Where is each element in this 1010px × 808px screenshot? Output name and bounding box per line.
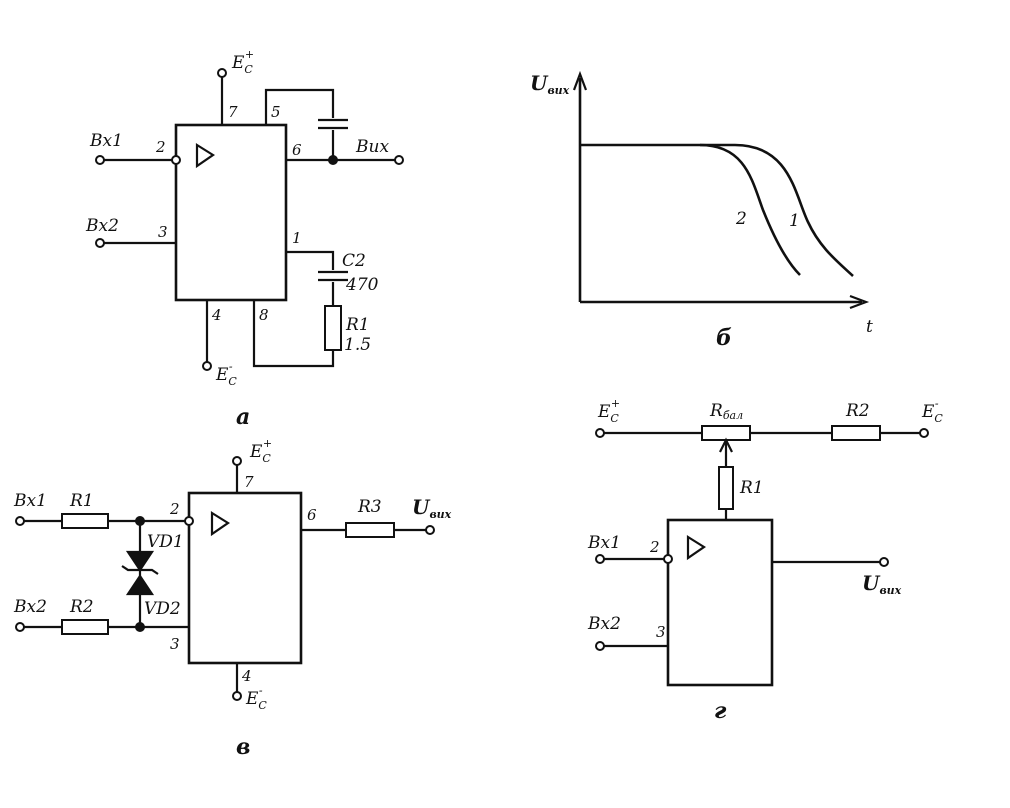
wire-a-r1-pin8 <box>252 300 335 368</box>
label-g-pin3: 3 <box>656 623 666 641</box>
label-v-pin2: 2 <box>169 500 180 518</box>
terminal-v-output <box>425 525 435 535</box>
curve-2 <box>699 143 801 276</box>
label-a-pin4: 4 <box>211 306 222 324</box>
opamp-v-triangle-icon <box>210 511 231 537</box>
label-b-curve1: 1 <box>789 211 800 231</box>
label-a-pin1: 1 <box>292 229 302 247</box>
label-v-r2: R2 <box>69 597 94 617</box>
panel-b-graph: Uвих t 1 2 б <box>530 70 873 351</box>
resistor-g-r2 <box>831 425 881 441</box>
label-v-r3: R3 <box>357 497 382 517</box>
diode-vd1-icon <box>125 550 155 572</box>
inverting-bubble-a <box>171 155 181 165</box>
label-b-x: t <box>866 317 873 337</box>
inverting-bubble-g <box>663 554 673 564</box>
opamp-g-triangle-icon <box>686 535 707 561</box>
label-g-r2: R2 <box>845 401 870 421</box>
label-v-vd2: VD2 <box>144 599 181 619</box>
label-v-r1: R1 <box>69 491 94 511</box>
terminal-a-ecminus <box>202 361 212 371</box>
resistor-v-r1 <box>61 513 109 529</box>
label-a-in2: Bx2 <box>85 216 119 236</box>
panel-g-circuit: EC+ EC- Rбал R2 R1 Bx1 Bx2 2 3 Uвих г <box>587 397 943 724</box>
label-a-pin8: 8 <box>259 306 269 324</box>
caption-a: а <box>236 404 250 430</box>
label-a-r1-name: R1 <box>345 315 370 335</box>
wiper-arrow-icon <box>719 437 733 453</box>
panel-a-circuit: EC+ EC- Bx1 Bx2 Bux 7 5 2 6 3 1 4 8 C2 4… <box>85 48 404 430</box>
terminal-g-output <box>879 557 889 567</box>
label-v-out: Uвих <box>412 495 452 521</box>
label-g-rbal: Rбал <box>709 401 743 422</box>
terminal-v-in2 <box>15 622 25 632</box>
diode-vd1-bar <box>121 565 159 575</box>
inverting-bubble-v <box>184 516 194 526</box>
label-v-vd1: VD1 <box>147 532 184 552</box>
label-v-in2: Bx2 <box>13 597 47 617</box>
opamp-a-body <box>174 123 288 302</box>
wire-a-pin1 <box>286 250 335 270</box>
wire-a-pin5 <box>264 88 335 125</box>
label-a-pin2: 2 <box>155 138 166 156</box>
terminal-g-ecminus <box>919 428 929 438</box>
label-a-ecplus: EC+ <box>231 48 254 76</box>
graph-y-arrow-icon <box>572 70 588 91</box>
terminal-a-output <box>394 155 404 165</box>
label-v-ecminus: EC- <box>245 684 267 712</box>
label-a-c2-name: C2 <box>342 251 366 271</box>
caption-g: г <box>714 698 727 724</box>
opamp-a-triangle-icon <box>195 143 216 169</box>
panel-v-circuit: Bx1 Bx2 R1 R2 R3 VD1 VD2 2 3 6 7 4 Uвих … <box>13 437 452 760</box>
curve-1 <box>580 143 854 277</box>
terminal-g-ecplus <box>595 428 605 438</box>
label-a-out: Bux <box>355 137 389 157</box>
label-g-ecplus: EC+ <box>597 397 620 425</box>
resistor-v-r2 <box>61 619 109 635</box>
label-g-r1: R1 <box>739 478 764 498</box>
label-a-c2-value: 470 <box>345 275 379 295</box>
label-v-ecplus: EC+ <box>249 437 272 465</box>
caption-b: б <box>716 325 732 351</box>
label-a-r1-value: 1.5 <box>344 335 371 355</box>
terminal-a-ecplus <box>217 68 227 78</box>
label-a-pin6: 6 <box>292 141 302 159</box>
terminal-g-in2 <box>595 641 605 651</box>
label-a-ecminus: EC- <box>215 360 237 388</box>
label-a-in1: Bx1 <box>89 131 123 151</box>
label-g-out: Uвих <box>862 571 902 597</box>
terminal-a-in1 <box>95 155 105 165</box>
resistor-v-r3 <box>345 522 395 538</box>
terminal-v-in1 <box>15 516 25 526</box>
label-g-in2: Bx2 <box>587 614 621 634</box>
resistor-g-r1 <box>718 466 734 510</box>
terminal-v-ecminus <box>232 691 242 701</box>
label-b-y: Uвих <box>530 71 570 97</box>
label-a-pin5: 5 <box>271 103 281 121</box>
label-v-pin7: 7 <box>244 473 254 491</box>
caption-v: в <box>236 734 250 760</box>
terminal-a-in2 <box>95 238 105 248</box>
label-a-pin3: 3 <box>158 223 168 241</box>
label-g-pin2: 2 <box>649 538 660 556</box>
label-a-pin7: 7 <box>228 103 238 121</box>
terminal-v-ecplus <box>232 456 242 466</box>
label-b-curve2: 2 <box>735 209 747 229</box>
node-a-output <box>328 155 338 165</box>
label-v-in1: Bx1 <box>13 491 47 511</box>
opamp-g-body <box>666 518 774 687</box>
opamp-v-body <box>187 491 303 665</box>
label-v-pin3: 3 <box>170 635 180 653</box>
label-v-pin6: 6 <box>307 506 317 524</box>
label-g-in1: Bx1 <box>587 533 621 553</box>
label-v-pin4: 4 <box>241 667 252 685</box>
resistor-a-r1 <box>324 305 342 351</box>
label-g-ecminus: EC- <box>921 397 943 425</box>
diode-vd2-icon <box>125 574 155 596</box>
graph-x-arrow-icon <box>849 294 870 310</box>
terminal-g-in1 <box>595 554 605 564</box>
